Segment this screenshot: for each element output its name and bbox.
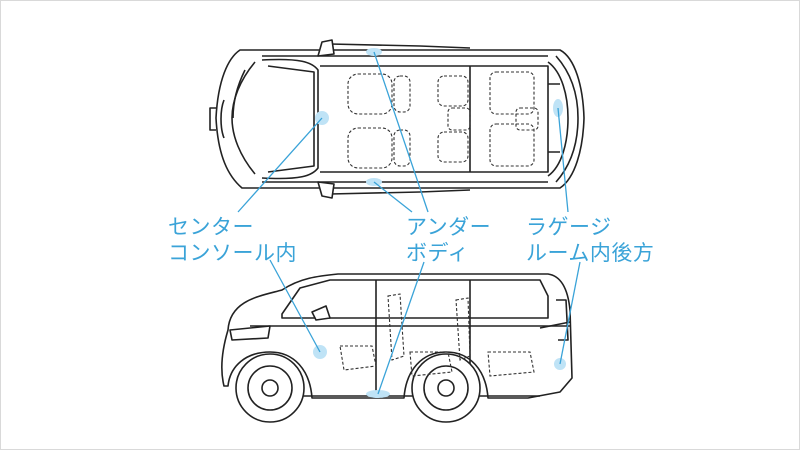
label-underbody-line1: アンダー <box>406 215 492 239</box>
label-underbody: アンダー ボディ <box>406 214 491 266</box>
leader-under-top-right <box>373 181 413 213</box>
leader-under-top-left <box>373 51 429 213</box>
leader-console-side <box>269 259 321 353</box>
label-center-console: センター コンソール内 <box>168 214 297 266</box>
leader-under-side <box>377 261 425 395</box>
leader-console-top <box>237 117 323 213</box>
car-side-view <box>221 273 573 423</box>
label-center-console-line2: コンソール内 <box>168 241 297 265</box>
label-center-console-line1: センター <box>168 215 254 239</box>
seat-outlines-top <box>347 71 539 169</box>
label-luggage-line1: ラゲージ <box>526 215 612 239</box>
label-underbody-line2: ボディ <box>406 241 470 265</box>
seat-outlines-side <box>339 293 535 377</box>
label-luggage-room: ラゲージ ルーム内後方 <box>526 214 654 266</box>
leader-lines <box>237 51 581 395</box>
leader-luggage-side <box>559 261 581 365</box>
leader-luggage-top <box>557 107 569 213</box>
label-luggage-line2: ルーム内後方 <box>526 241 655 265</box>
